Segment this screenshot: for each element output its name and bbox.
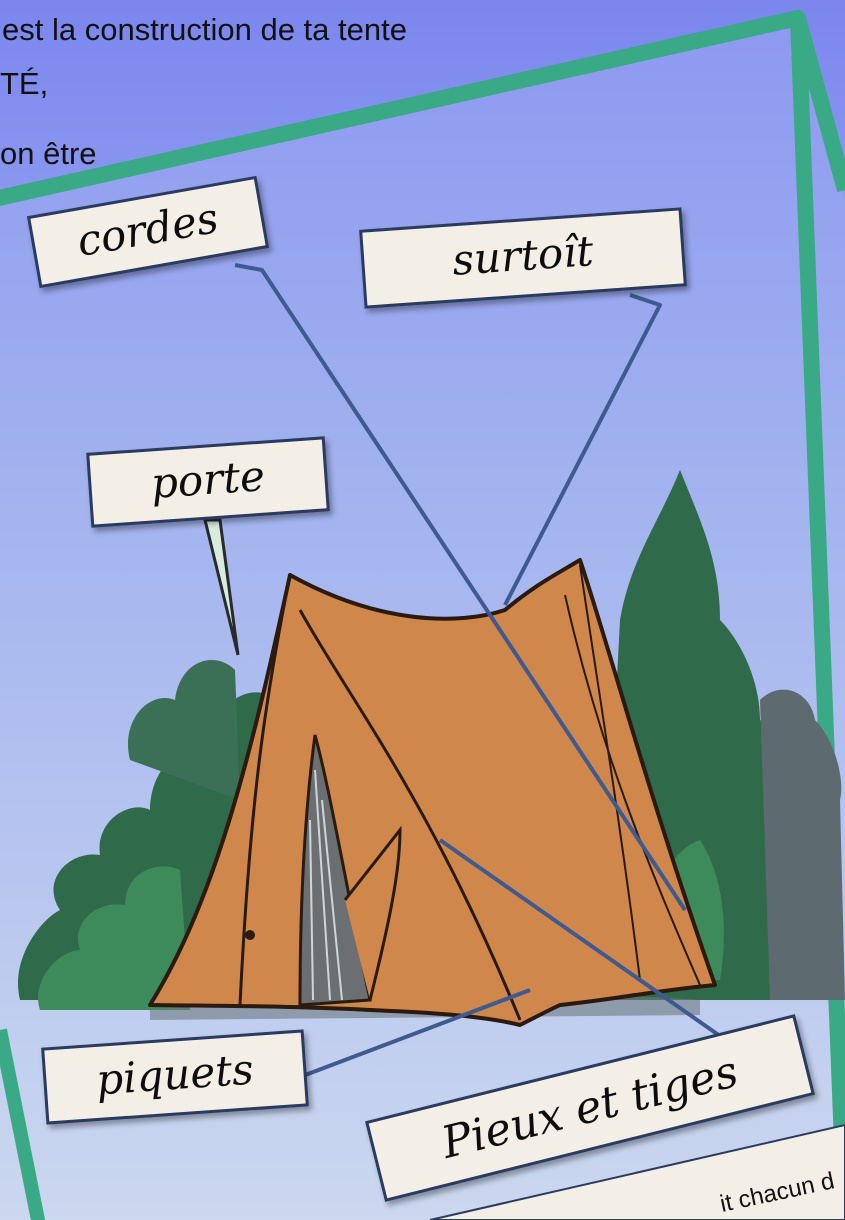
label-porte: porte bbox=[88, 438, 328, 526]
label-porte-text: porte bbox=[149, 451, 266, 508]
label-surtoit-text: surtoît bbox=[451, 226, 595, 285]
